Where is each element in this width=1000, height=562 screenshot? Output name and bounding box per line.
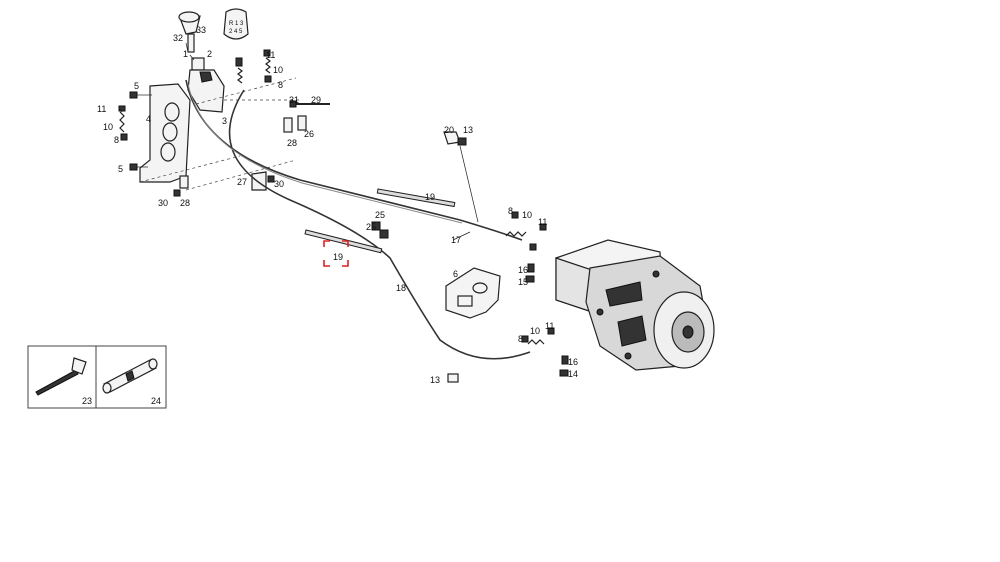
callout-16-lower: 16 (568, 357, 578, 367)
callout-5-top: 5 (134, 81, 139, 91)
callout-13-top: 13 (463, 125, 473, 135)
callout-11-low: 11 (545, 321, 554, 331)
spring-10-left (118, 105, 128, 141)
callout-19-lower: 19 (333, 252, 343, 262)
callout-1: 1 (183, 49, 188, 59)
callout-10-left: 10 (103, 122, 113, 132)
callout-14: 14 (568, 369, 578, 379)
bracket-27 (251, 171, 275, 191)
callout-8-top: 8 (278, 80, 283, 90)
spring-top-center (235, 57, 243, 84)
clip-25 (371, 221, 389, 239)
clip-20-13 (443, 131, 467, 146)
gear-knob (178, 11, 201, 53)
callout-32: 32 (173, 33, 183, 43)
callout-8-low: 8 (518, 334, 523, 344)
svg-text:2 4 5: 2 4 5 (229, 29, 243, 35)
callout-27: 27 (237, 177, 247, 187)
callout-8-left: 8 (114, 135, 119, 145)
callout-16-upper: 16 (518, 265, 528, 275)
clip-28-left (179, 175, 189, 189)
callout-11-top: 11 (266, 50, 275, 60)
callout-33: 33 (196, 25, 206, 35)
clip-16-15 (525, 263, 535, 283)
bracket-4 (139, 83, 191, 183)
callout-31: 31 (289, 95, 299, 105)
callout-26: 26 (304, 129, 314, 139)
bracket-6 (445, 267, 501, 319)
callout-8-mid: 8 (508, 206, 513, 216)
callout-30-right: 30 (274, 179, 284, 189)
inset-label-24: 24 (151, 396, 161, 406)
callout-29: 29 (311, 95, 321, 105)
svg-text:R 1 3: R 1 3 (229, 21, 244, 27)
callout-11-left: 11 (97, 104, 106, 114)
callout-19-upper: 19 (425, 192, 435, 202)
clip-30-left (173, 189, 181, 197)
gearbox (555, 239, 715, 371)
bolt-5-bottom (129, 163, 148, 171)
inset-label-23: 23 (82, 396, 92, 406)
bolt-5-top (129, 91, 152, 99)
bolt-29 (289, 100, 330, 108)
callout-30-left: 30 (158, 198, 168, 208)
highlight-marker (323, 240, 349, 267)
callout-25-lower: 25 (366, 222, 376, 232)
clip-13-bottom (447, 373, 459, 383)
callout-18: 18 (396, 283, 406, 293)
callout-10-top: 10 (273, 65, 283, 75)
callout-17: 17 (451, 235, 461, 245)
sleeve-24 (102, 358, 158, 394)
callout-3: 3 (222, 116, 227, 126)
cable-end-upper (505, 211, 547, 251)
bracket-26 (297, 115, 307, 131)
inset-panel: 23 24 (27, 345, 167, 409)
spring-10-top (263, 49, 272, 83)
callout-20: 20 (444, 125, 454, 135)
callout-28-left: 28 (180, 198, 190, 208)
sleeve-19-upper (376, 188, 456, 208)
callout-5-bottom: 5 (118, 164, 123, 174)
callout-11-mid: 11 (538, 217, 547, 227)
callout-25-upper: 25 (375, 210, 385, 220)
bracket-28-right (283, 117, 293, 133)
callout-4: 4 (146, 114, 151, 124)
callout-28-right: 28 (287, 138, 297, 148)
callout-13-bottom: 13 (430, 375, 440, 385)
callout-15: 15 (518, 277, 528, 287)
callout-10-mid: 10 (522, 210, 532, 220)
callout-2: 2 (207, 49, 212, 59)
cable-18 (228, 89, 531, 360)
cable-end-lower (521, 327, 569, 377)
cable-tie-23 (35, 357, 87, 396)
callout-10-low: 10 (530, 326, 540, 336)
callout-6: 6 (453, 269, 458, 279)
shift-pattern-plate: R 1 3 2 4 5 (223, 8, 249, 40)
